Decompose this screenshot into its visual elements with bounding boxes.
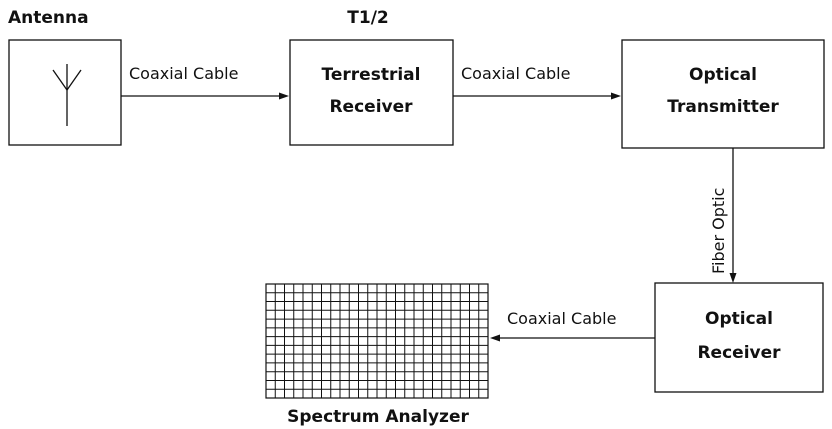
terrestrial-receiver-label-line2: Receiver bbox=[329, 97, 413, 117]
optical-receiver-label-line1: Optical bbox=[705, 309, 773, 329]
connector-receiver-to-transmitter bbox=[453, 92, 621, 100]
connection-label-receiver-transmitter: Coaxial Cable bbox=[461, 64, 570, 83]
optical-transmitter-label-line1: Optical bbox=[689, 65, 757, 85]
optical-receiver-box bbox=[654, 282, 824, 393]
spectrum-analyzer-grid bbox=[265, 283, 489, 399]
optical-transmitter-label-line2: Transmitter bbox=[667, 97, 779, 117]
spectrum-analyzer-label: Spectrum Analyzer bbox=[287, 407, 469, 427]
antenna-title: Antenna bbox=[8, 8, 89, 28]
connector-antenna-to-receiver bbox=[121, 92, 289, 100]
connector-receiver-to-analyzer bbox=[490, 334, 655, 342]
terrestrial-receiver-label-line1: Terrestrial bbox=[322, 65, 421, 85]
terrestrial-receiver-box bbox=[289, 39, 454, 146]
t1-2-label: T1/2 bbox=[347, 8, 388, 28]
antenna-box bbox=[8, 39, 122, 146]
connection-label-fiber-optic: Fiber Optic bbox=[709, 188, 728, 274]
connection-label-antenna-receiver: Coaxial Cable bbox=[129, 64, 238, 83]
antenna-icon bbox=[52, 64, 82, 126]
optical-transmitter-box bbox=[621, 39, 825, 149]
connection-label-receiver-analyzer: Coaxial Cable bbox=[507, 309, 616, 328]
connector-fiber-optic bbox=[729, 148, 737, 283]
optical-receiver-label-line2: Receiver bbox=[697, 343, 781, 363]
